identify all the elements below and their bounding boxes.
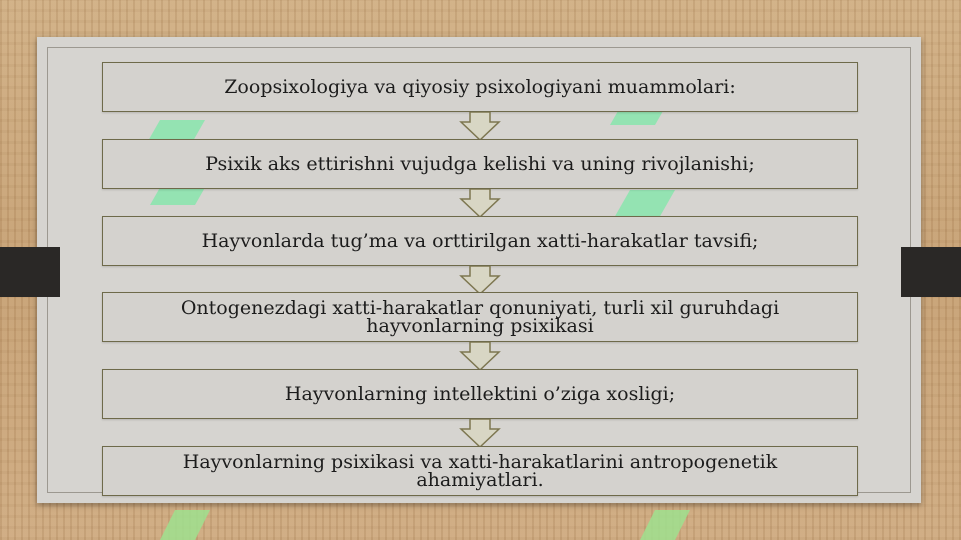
step-box-4: Ontogenezdagi xatti-harakatlar qonuniyat…	[102, 292, 858, 342]
step-label-5: Hayvonlarning intellektini o’ziga xoslig…	[284, 383, 676, 405]
step-label-4: Ontogenezdagi xatti-harakatlar qonuniyat…	[180, 297, 780, 337]
step-label-2: Psixik aks ettirishni vujudga kelishi va…	[205, 153, 755, 175]
left-clip	[0, 247, 60, 297]
down-arrow-icon	[459, 342, 501, 372]
down-arrow-icon	[459, 419, 501, 449]
step-label-3: Hayvonlarda tug’ma va orttirilgan xatti-…	[201, 230, 759, 252]
right-clip	[901, 247, 961, 297]
down-arrow-icon	[459, 112, 501, 142]
step-label-6: Hayvonlarning psixikasi va xatti-harakat…	[182, 451, 778, 491]
down-arrow-icon	[459, 189, 501, 219]
step-box-1: Zoopsixologiya va qiyosiy psixologiyani …	[102, 62, 858, 112]
down-arrow-icon	[459, 266, 501, 296]
step-box-6: Hayvonlarning psixikasi va xatti-harakat…	[102, 446, 858, 496]
step-box-2: Psixik aks ettirishni vujudga kelishi va…	[102, 139, 858, 189]
step-box-3: Hayvonlarda tug’ma va orttirilgan xatti-…	[102, 216, 858, 266]
step-label-1: Zoopsixologiya va qiyosiy psixologiyani …	[224, 76, 736, 98]
step-box-5: Hayvonlarning intellektini o’ziga xoslig…	[102, 369, 858, 419]
